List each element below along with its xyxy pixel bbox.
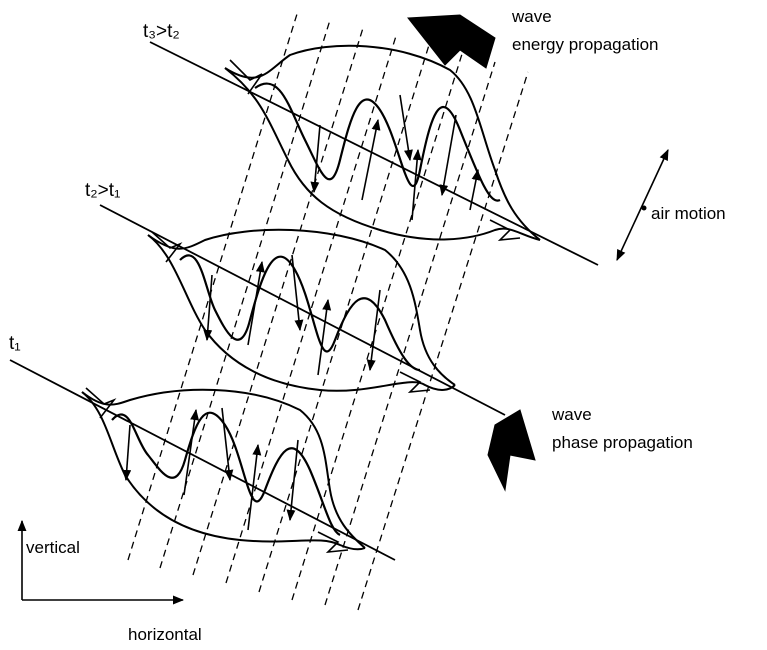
air-arrow: [366, 289, 381, 372]
air-arrow: [286, 439, 299, 522]
air-arrow: [221, 407, 234, 482]
packet-oscillation: [254, 82, 501, 202]
air-arrow: [310, 124, 321, 194]
air-arrow: [122, 424, 132, 482]
packet-envelope-upper: [81, 388, 366, 549]
air-arrow: [469, 168, 481, 211]
air-arrow: [361, 118, 381, 201]
packet-envelope-lower: [147, 234, 456, 392]
phase-label-line2: phase propagation: [552, 433, 693, 452]
air-arrow: [439, 114, 457, 197]
time-label-t1: t₁: [9, 333, 21, 354]
packet-tail-left: [229, 59, 263, 95]
packet-axis-line: [149, 41, 599, 266]
phase-line: [324, 61, 496, 606]
air-arrow: [203, 274, 213, 342]
packet-tail-right: [317, 531, 349, 554]
packet-tail-left: [85, 387, 117, 419]
phase-line: [127, 13, 298, 561]
horizontal-axis-label: horizontal: [128, 625, 202, 644]
packet-envelope-lower: [81, 391, 366, 551]
packet-tail-left: [151, 231, 183, 263]
packet-envelope-upper: [224, 44, 541, 241]
air-arrow: [411, 148, 422, 221]
air-motion-arrows: [310, 94, 481, 221]
phase-propagation-arrow: [487, 409, 536, 492]
packet-axis-line: [9, 359, 396, 561]
packet-oscillation: [179, 254, 421, 372]
packet-t1: [9, 359, 396, 561]
air-arrow: [247, 260, 265, 346]
phase-line: [291, 53, 463, 601]
packet-t3: [149, 41, 599, 266]
vertical-axis-label: vertical: [26, 538, 80, 557]
air-arrow: [247, 443, 262, 531]
packet-tail-right: [489, 219, 521, 242]
phase-lines: [127, 13, 529, 611]
air-arrow: [317, 298, 332, 376]
packet-axis-line: [99, 204, 506, 416]
air-arrow: [183, 408, 200, 496]
phase-label-line1: wave: [551, 405, 592, 424]
air-motion-arrows: [203, 254, 381, 376]
time-label-t2: t₂>t₁: [85, 180, 120, 201]
phase-line: [357, 71, 529, 611]
packet-oscillation: [111, 411, 341, 536]
packet-t2: [99, 204, 506, 416]
air-arrow: [291, 254, 304, 332]
phase-line: [192, 27, 364, 576]
air-motion-dot: [641, 205, 647, 211]
air-arrow: [399, 94, 413, 162]
air-motion-double-arrow: [616, 148, 669, 262]
packet-tail-right: [399, 371, 431, 394]
energy-propagation-arrow: [407, 14, 496, 69]
energy-label-line1: wave: [511, 7, 552, 26]
packet-envelope-upper: [147, 228, 456, 386]
time-label-t3: t₃>t₂: [143, 21, 180, 42]
air-motion-arrows: [122, 407, 299, 531]
packet-envelope-lower: [224, 67, 541, 241]
air-motion-label: air motion: [651, 204, 726, 223]
energy-label-line2: energy propagation: [512, 35, 659, 54]
